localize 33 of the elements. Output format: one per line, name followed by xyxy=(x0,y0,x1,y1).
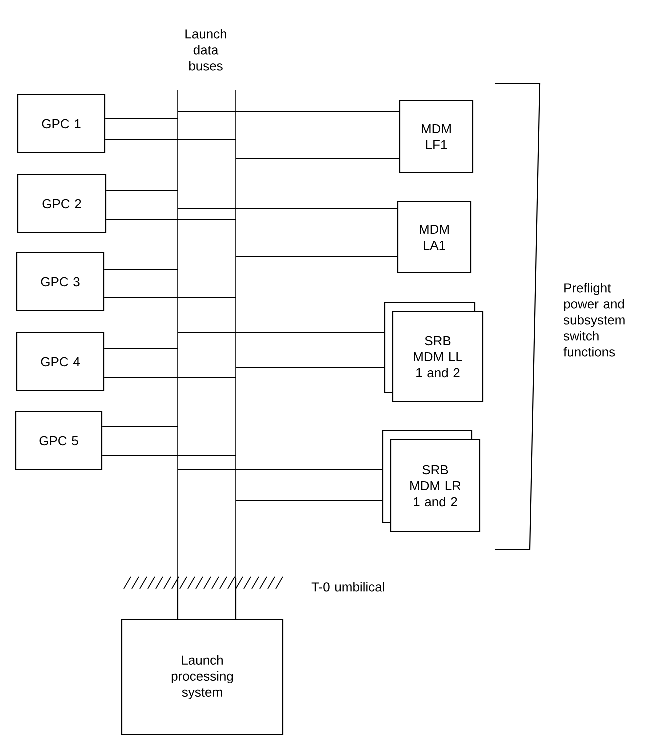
bus-connection-line xyxy=(178,332,384,334)
bus-connection-line xyxy=(177,578,179,620)
stacked-mdm-box: SRB MDM LR 1 and 2 xyxy=(382,430,481,533)
bus-connection-line xyxy=(178,111,400,113)
computer-box: GPC 3 xyxy=(16,252,105,312)
bus-connection-line xyxy=(236,367,384,369)
computer-box: GPC 4 xyxy=(16,332,105,392)
bus-connection-line xyxy=(235,578,237,620)
bus-connection-line xyxy=(178,469,382,471)
bus-connection-line xyxy=(178,208,398,210)
computer-box: GPC 2 xyxy=(17,174,107,234)
bus-connection-line xyxy=(106,190,178,192)
stacked-mdm-box: SRB MDM LL 1 and 2 xyxy=(384,302,484,403)
bracket-label: Preflight power and subsystem switch functions xyxy=(564,283,625,357)
bus-connection-line xyxy=(102,426,178,428)
bus-connection-line xyxy=(104,297,236,299)
bus-connection-line xyxy=(102,455,236,457)
bus-connection-line xyxy=(236,158,400,160)
bus-connection-line xyxy=(104,348,178,350)
computer-box: GPC 5 xyxy=(15,411,103,471)
bus-connection-line xyxy=(106,118,178,120)
bus-title: Launch data buses xyxy=(186,29,226,71)
bus-connection-line xyxy=(106,139,236,141)
system-box: Launch processing system xyxy=(121,619,284,736)
mdm-box: MDM LF1 xyxy=(399,100,474,174)
mdm-box: MDM LA1 xyxy=(397,201,472,274)
bus-connection-line xyxy=(104,269,178,271)
bus-connection-line xyxy=(236,500,382,502)
bus-connection-line xyxy=(106,219,236,221)
umbilical-label: T-0 umbilical xyxy=(312,582,384,592)
bus-connection-line xyxy=(236,256,398,258)
bus-connection-line xyxy=(104,377,236,379)
computer-box: GPC 1 xyxy=(17,94,106,154)
